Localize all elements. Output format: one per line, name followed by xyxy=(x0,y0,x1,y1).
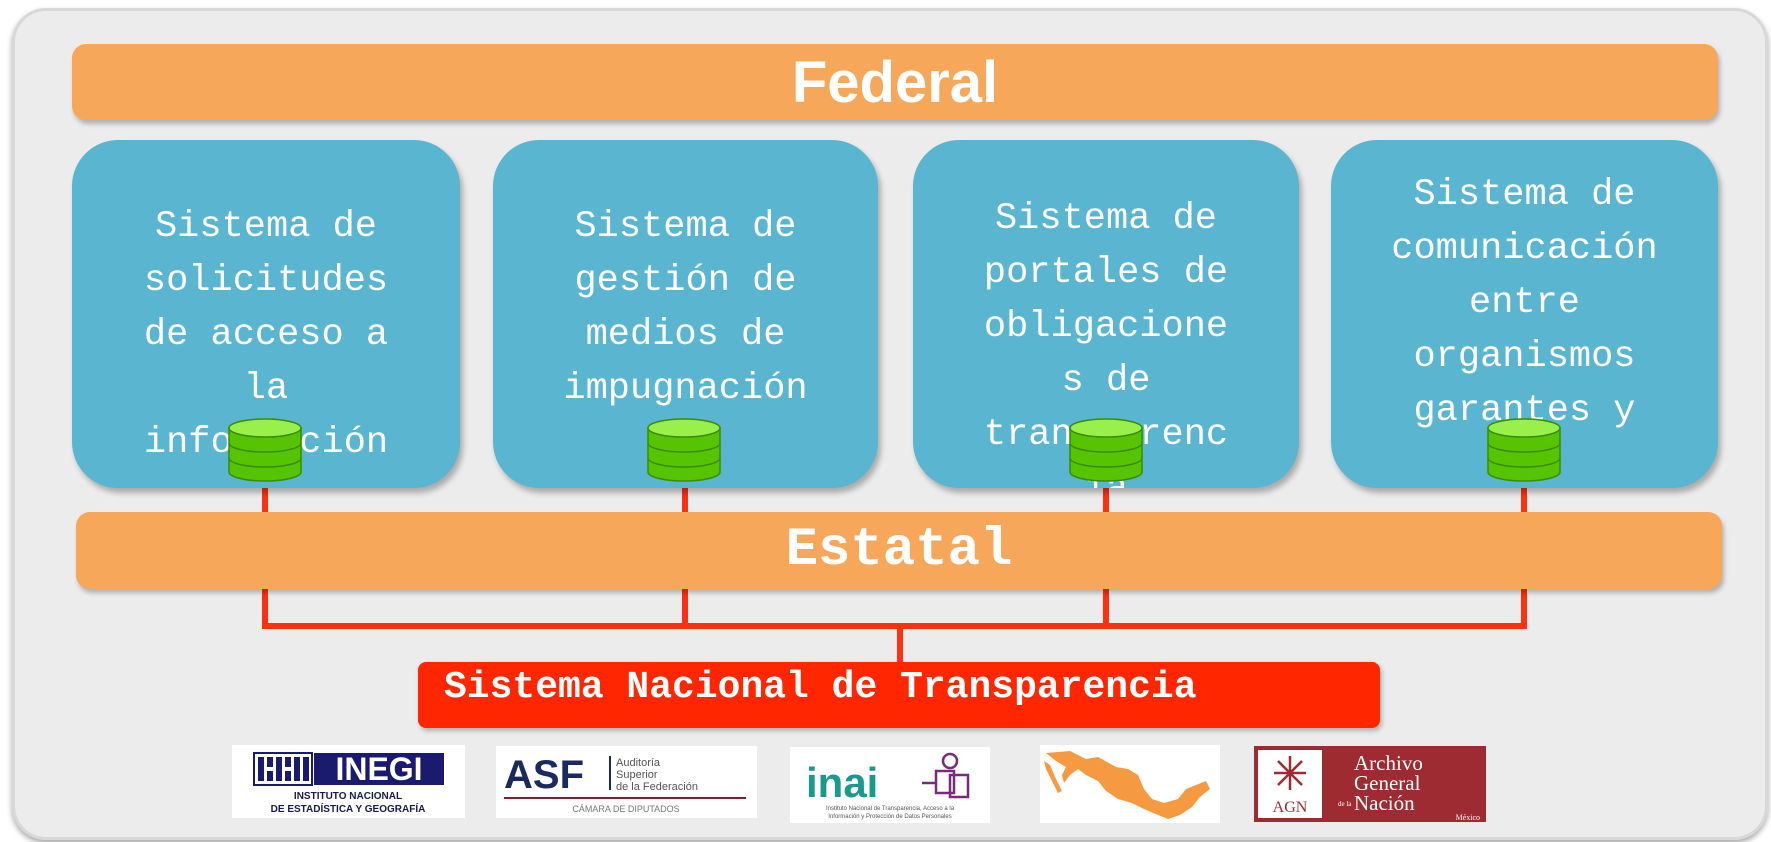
asf-name: ASF xyxy=(504,753,584,797)
inai-sub1: Instituto Nacional de Transparencia, Acc… xyxy=(826,806,955,812)
database-icon xyxy=(228,418,302,482)
database-icon xyxy=(1487,418,1561,482)
inegi-line2: DE ESTADÍSTICA Y GEOGRAFÍA xyxy=(271,802,426,815)
inai-sub2: Información y Protección de Datos Person… xyxy=(828,814,951,820)
agn-logo: AGN Archivo General de la Nación México xyxy=(1254,746,1486,822)
inegi-name: INEGI xyxy=(335,751,422,787)
system-box-impugnacion: Sistema de gestión de medios de impugnac… xyxy=(493,140,878,488)
system-box-text: Sistema de portales de obligacione s de … xyxy=(983,198,1229,488)
database-icon xyxy=(647,418,721,482)
mexico-map-icon xyxy=(1044,751,1210,819)
asf-sub: CÁMARA DE DIPUTADOS xyxy=(572,804,679,814)
agn-country: México xyxy=(1456,813,1480,822)
agn-line2: General xyxy=(1354,771,1421,795)
system-box-text: Sistema de solicitudes de acceso a la in… xyxy=(143,206,389,464)
asf-line3: de la Federación xyxy=(616,781,698,793)
connector-bus xyxy=(262,589,1527,629)
asf-line2: Superior xyxy=(616,769,658,781)
inegi-line1: INSTITUTO NACIONAL xyxy=(294,791,402,802)
agn-line3: Nación xyxy=(1354,791,1415,815)
asf-line1: Auditoría xyxy=(616,757,661,769)
system-box-portales: Sistema de portales de obligacione s de … xyxy=(913,140,1299,488)
agn-small: de la xyxy=(1338,800,1352,808)
federal-bar: Federal xyxy=(72,44,1718,120)
inegi-logo: INEGI INSTITUTO NACIONAL DE ESTADÍSTICA … xyxy=(232,745,465,818)
estatal-bar: Estatal xyxy=(76,512,1722,589)
agn-abbr: AGN xyxy=(1273,799,1308,816)
national-system-label: Sistema Nacional de Transparencia xyxy=(444,666,1197,709)
inai-name: inai xyxy=(806,759,878,806)
agn-line1: Archivo xyxy=(1354,751,1423,775)
asf-logo: ASF Auditoría Superior de la Federación … xyxy=(496,746,757,818)
mexico-map-logo xyxy=(1040,745,1220,823)
estatal-label: Estatal xyxy=(785,520,1013,581)
system-box-text: Sistema de gestión de medios de impugnac… xyxy=(563,206,808,410)
national-system-box: Sistema Nacional de Transparencia xyxy=(418,662,1380,728)
inai-logo: inai Instituto Nacional de Transparencia… xyxy=(790,747,990,823)
federal-label: Federal xyxy=(791,50,999,115)
database-icon xyxy=(1069,418,1143,482)
system-box-text: Sistema de comunicación entre organismos… xyxy=(1391,174,1658,486)
